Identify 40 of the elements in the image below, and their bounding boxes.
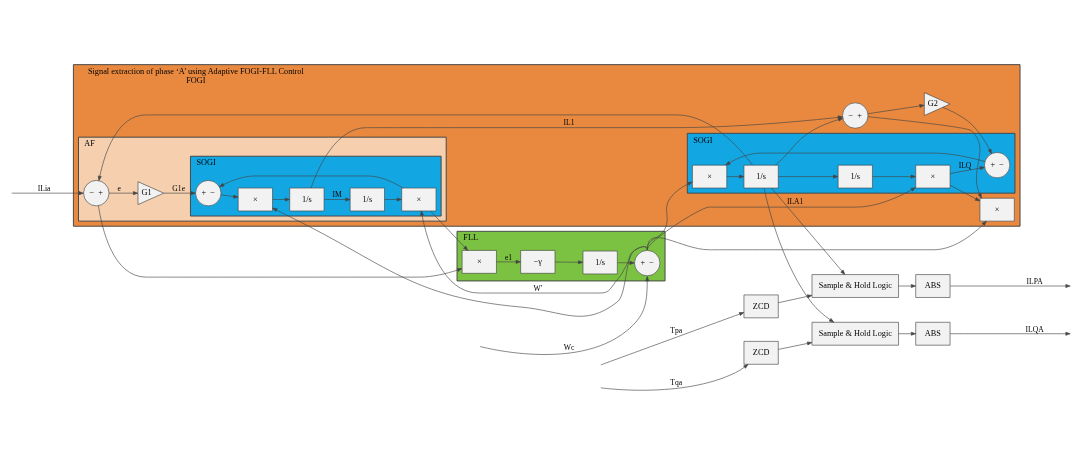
- arrow: [310, 115, 843, 189]
- arrow: [778, 341, 813, 350]
- arrow: [898, 284, 917, 288]
- arrow: [725, 152, 986, 166]
- arrow: [163, 191, 196, 195]
- arrow: [219, 175, 404, 189]
- arrow: [430, 210, 469, 251]
- arrow: [771, 187, 846, 275]
- arrow: [220, 194, 239, 199]
- arrow: [479, 276, 650, 355]
- arrow: [942, 107, 992, 154]
- arrow: [778, 294, 813, 304]
- arrow: [600, 364, 749, 391]
- arrow: [600, 312, 745, 366]
- arrow: [646, 187, 916, 251]
- arrow: [384, 197, 402, 202]
- arrow: [272, 207, 648, 317]
- arrow: [867, 116, 982, 199]
- arrow: [763, 187, 835, 323]
- arrow: [867, 104, 925, 115]
- arrow: [775, 117, 844, 166]
- arrow: [898, 331, 917, 336]
- arrow: [97, 114, 753, 181]
- arrow: [98, 205, 463, 278]
- arrow: [646, 220, 987, 251]
- arrow: [949, 331, 1071, 336]
- arrow: [778, 174, 839, 179]
- arrow: [949, 185, 981, 202]
- arrow: [496, 259, 521, 264]
- arrow: [108, 191, 139, 195]
- arrow: [949, 166, 985, 174]
- arrow: [949, 284, 1071, 288]
- arrow: [420, 210, 648, 294]
- arrow: [324, 197, 351, 202]
- arrow: [872, 174, 916, 179]
- arrow: [554, 260, 584, 265]
- arrow: [11, 191, 84, 195]
- arrow: [617, 261, 635, 265]
- arrow: [272, 197, 290, 202]
- arrow: [726, 174, 745, 179]
